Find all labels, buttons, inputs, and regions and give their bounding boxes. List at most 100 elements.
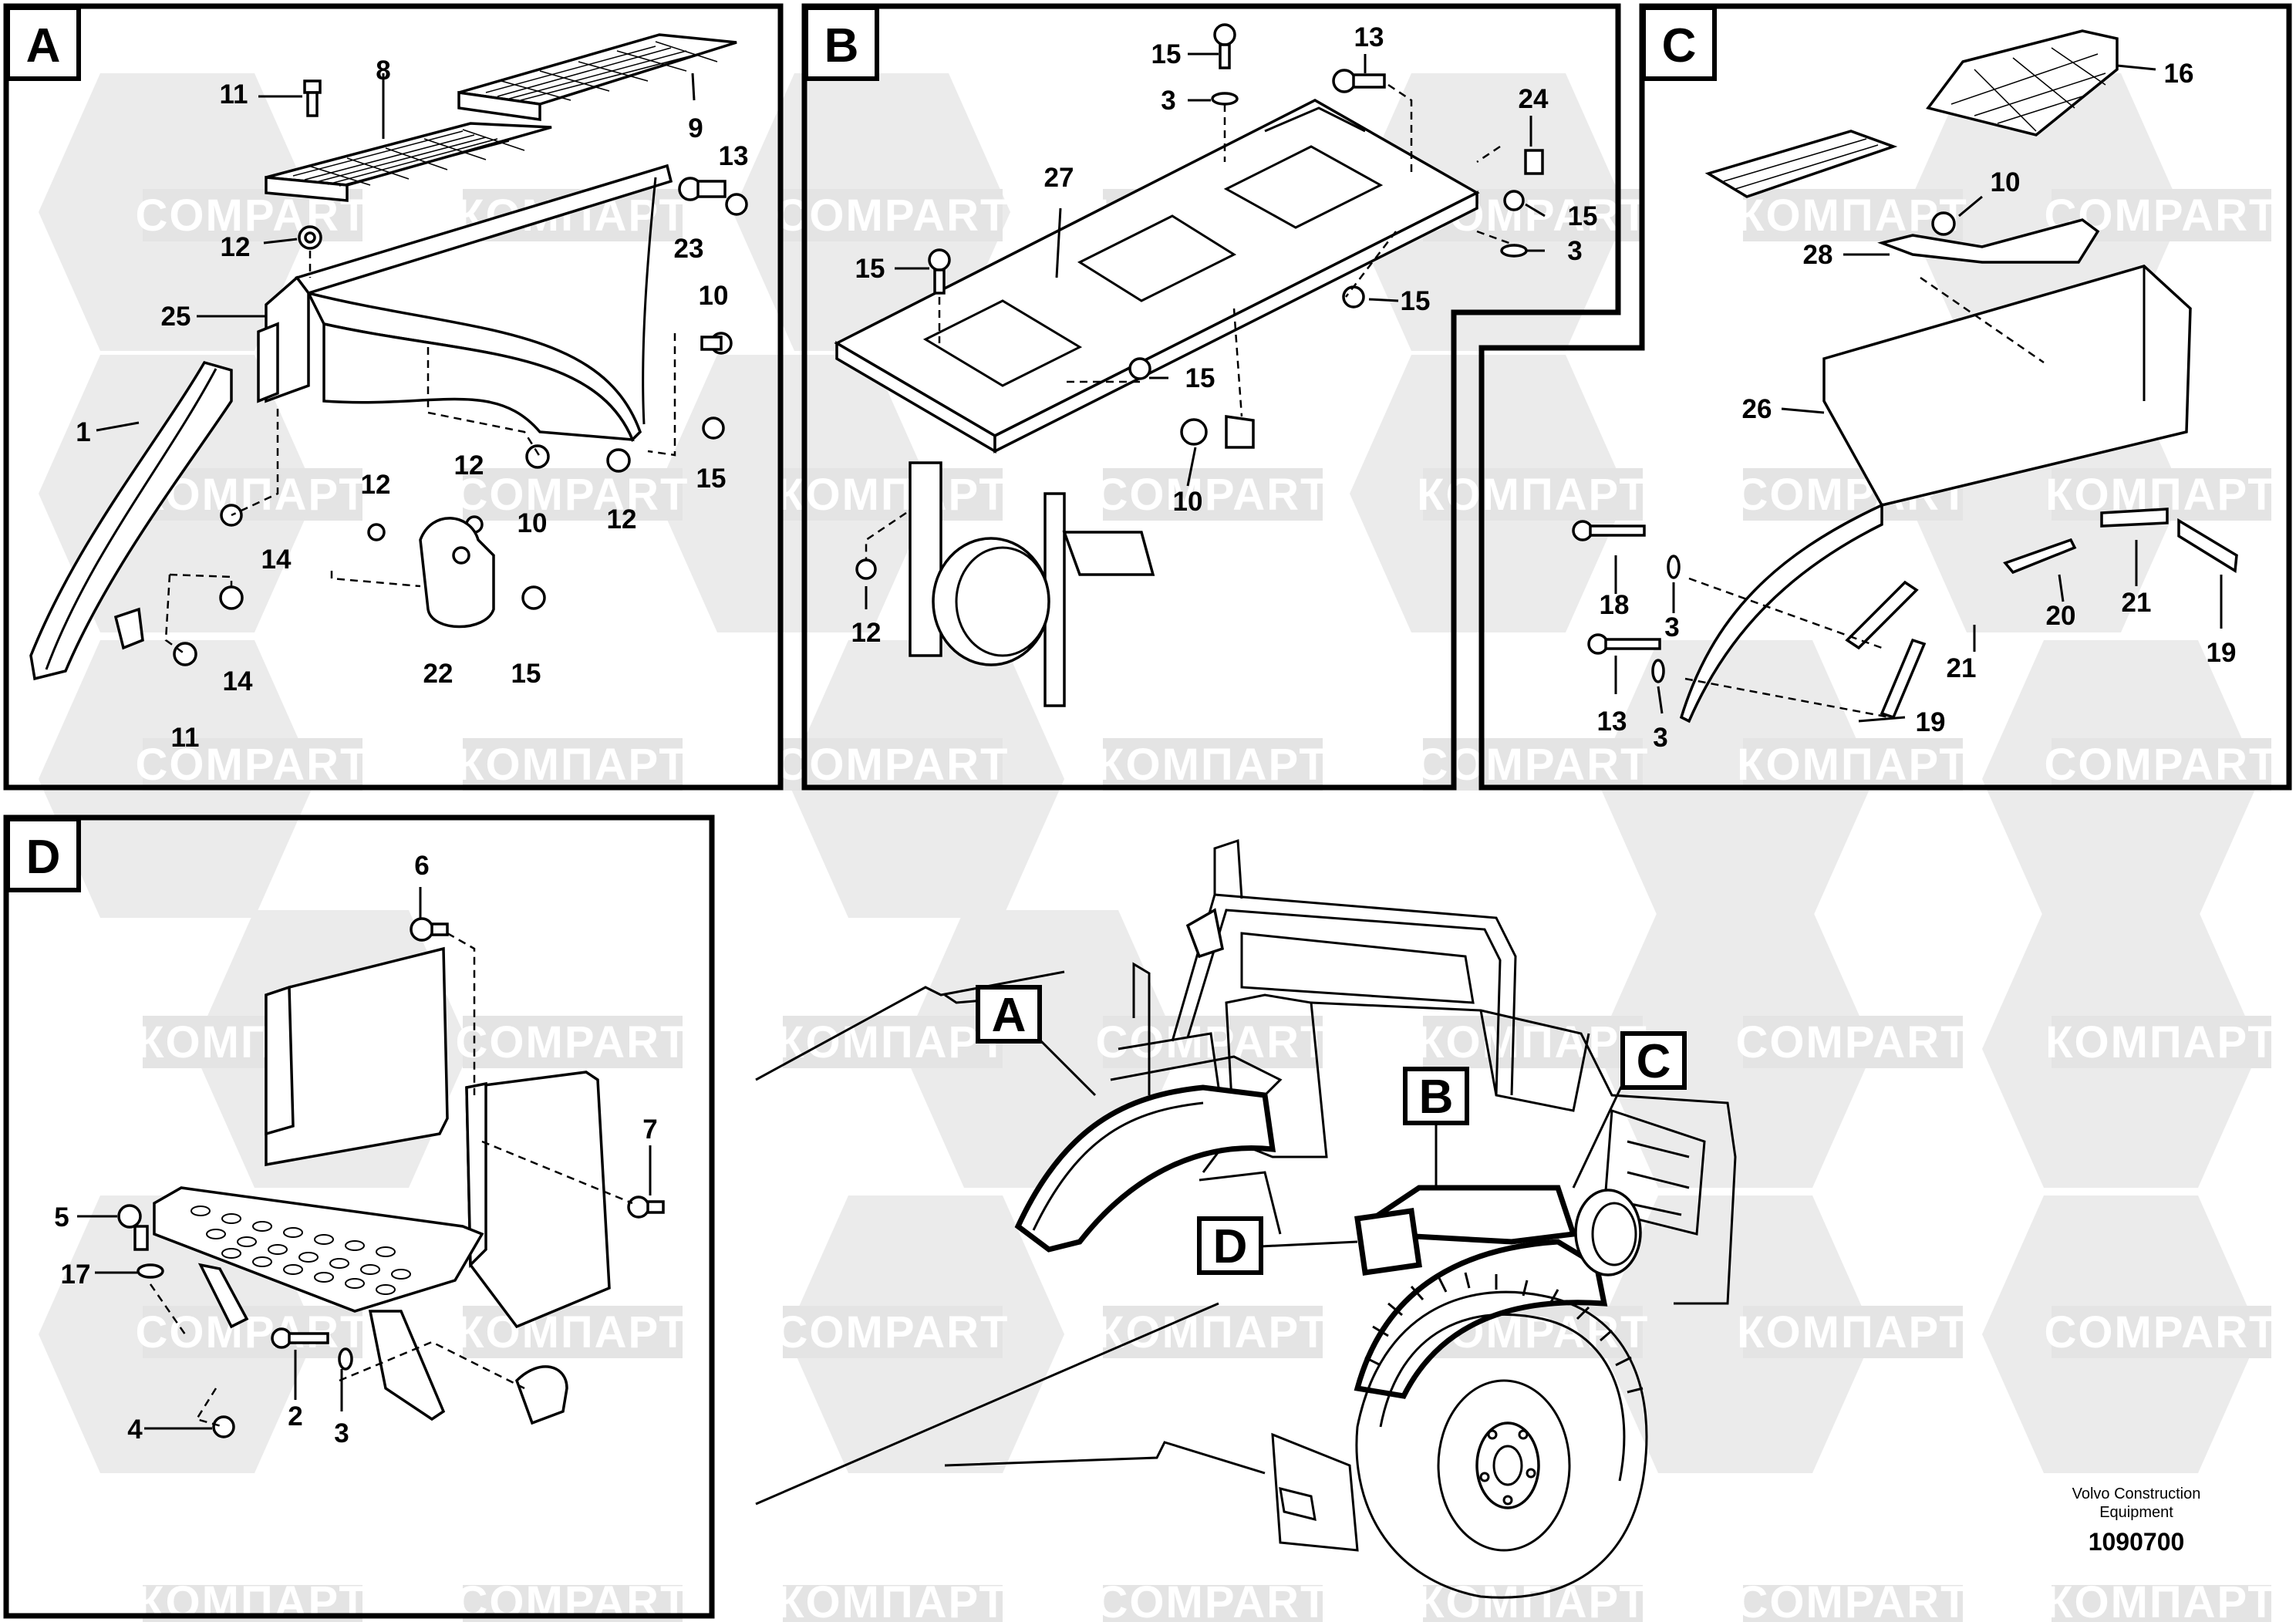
watermark-text: COMPART: [776, 740, 1010, 790]
callout-a-14: 14: [261, 545, 292, 575]
marker-a-letter: A: [992, 989, 1027, 1042]
duct-bracket: [909, 461, 1155, 707]
callout-a-22: 22: [423, 659, 453, 689]
panel-a-dashed-lines: [164, 251, 676, 656]
callout-b-24: 24: [1519, 84, 1549, 114]
step-assembly: [153, 946, 611, 1425]
marker-d-box: [1197, 1216, 1263, 1275]
watermark-text: COMPART: [1096, 470, 1330, 520]
fender-extension-1: [29, 360, 233, 681]
callout-a-11b: 11: [171, 723, 200, 753]
callout-a-14b: 14: [223, 666, 253, 696]
callout-d-2: 2: [288, 1401, 302, 1431]
marker-a-box: [976, 985, 1042, 1044]
callout-c-26: 26: [1742, 394, 1772, 424]
callout-a-13: 13: [719, 141, 749, 171]
panel-b-frame: [801, 3, 1621, 791]
company-name-line-1: Volvo Construction: [2072, 1485, 2201, 1502]
panel-c-hardware: [1572, 211, 1956, 683]
callout-b-15e: 15: [1185, 363, 1215, 393]
callout-b-15b: 15: [1568, 201, 1598, 231]
callout-d-7: 7: [642, 1114, 657, 1145]
document-number: 1090700: [2088, 1528, 2185, 1556]
panel-d-letter: D: [26, 831, 61, 884]
panel-b-leader-lines: [865, 52, 1546, 609]
panel-c-leader-lines: [1614, 64, 2223, 723]
watermark-text: КОМПАРТ: [2045, 1577, 2277, 1622]
panel-c-dashed-lines: [1684, 276, 2045, 719]
callout-a-10b: 10: [518, 508, 548, 538]
wear-strips: [1845, 508, 2238, 720]
panel-d: D: [3, 814, 715, 1619]
watermark-text: КОМПАРТ: [1737, 191, 1968, 241]
callout-b-12: 12: [851, 618, 882, 648]
panel-a-frame: [3, 3, 784, 791]
callout-a-1: 1: [76, 417, 90, 447]
panel-a: A: [3, 3, 784, 791]
marker-a-leader: [1036, 1036, 1097, 1097]
watermark-text: COMPART: [456, 470, 689, 520]
watermark-text: КОМПАРТ: [1737, 740, 1968, 790]
panel-a-letter: A: [26, 19, 61, 73]
bracket-22: [419, 517, 495, 629]
watermark-text: КОМПАРТ: [777, 1017, 1008, 1067]
panel-d-letter-box: [5, 817, 81, 892]
callout-c-16: 16: [2164, 59, 2194, 89]
headlight: [1574, 1189, 1642, 1276]
panel-b-letter-box: [804, 5, 879, 81]
marker-c-letter: C: [1637, 1035, 1671, 1088]
callout-c-18: 18: [1600, 590, 1630, 620]
watermark-text: КОМПАРТ: [777, 1577, 1008, 1622]
callout-b-3b: 3: [1567, 236, 1582, 266]
grating-plate-16: [1926, 29, 2119, 137]
bracket-28: [1877, 218, 2100, 264]
callout-c-19: 19: [2207, 638, 2237, 668]
watermark-text: КОМПАРТ: [2045, 1017, 2277, 1067]
callout-c-3b: 3: [1653, 723, 1667, 753]
watermark-text: КОМПАРТ: [1417, 1577, 1648, 1622]
callout-c-19b: 19: [1916, 707, 1946, 737]
panel-d-dashed-lines: [149, 932, 633, 1428]
callout-d-5: 5: [54, 1202, 69, 1233]
callout-d-3: 3: [334, 1418, 349, 1448]
panel-b-letter: B: [824, 19, 859, 73]
watermark-text: COMPART: [456, 1017, 689, 1067]
panel-b-dashed-lines: [865, 83, 1516, 559]
marker-b-letter: B: [1419, 1071, 1454, 1124]
panel-d-frame: [3, 814, 715, 1619]
watermark-text: КОМПАРТ: [457, 740, 688, 790]
overview-markers: A B C D: [976, 985, 1687, 1275]
panel-d-hardware: [117, 917, 665, 1438]
machine-body: [755, 970, 1737, 1506]
callout-a-15: 15: [696, 464, 727, 494]
watermark-text: КОМПАРТ: [1417, 1017, 1648, 1067]
watermark-text: COMPART: [1416, 740, 1650, 790]
callout-c-21: 21: [2122, 588, 2152, 618]
callout-a-10: 10: [699, 281, 729, 311]
watermark-text: COMPART: [136, 740, 369, 790]
callout-d-17: 17: [61, 1259, 91, 1290]
watermark-text: COMPART: [1736, 1577, 1970, 1622]
callout-b-15c: 15: [855, 254, 885, 284]
callout-a-8: 8: [376, 56, 390, 86]
callout-a-12: 12: [221, 232, 251, 262]
callout-c-3: 3: [1664, 612, 1679, 642]
callout-c-20: 20: [2046, 601, 2076, 631]
callout-a-23: 23: [674, 234, 704, 264]
hardware-bolts: [113, 79, 748, 666]
document-footer: Volvo Construction Equipment 1090700: [2005, 1485, 2267, 1556]
callout-c-13: 13: [1597, 706, 1627, 737]
callout-a-9: 9: [688, 113, 703, 143]
watermark-text: КОМПАРТ: [1097, 1307, 1328, 1357]
marker-c-box: [1620, 1031, 1687, 1090]
callout-c-28: 28: [1803, 240, 1833, 270]
fender-assembly: [257, 164, 673, 443]
panel-b-hardware: [855, 23, 1544, 580]
panel-a-letter-box: [5, 5, 81, 81]
callout-c-10: 10: [1991, 167, 2021, 197]
panel-a-leader-lines: [96, 73, 696, 432]
watermark-text: COMPART: [1096, 1577, 1330, 1622]
callout-a-25: 25: [161, 302, 191, 332]
callout-c-21b: 21: [1947, 653, 1977, 683]
company-name-line-2: Equipment: [2099, 1504, 2173, 1521]
